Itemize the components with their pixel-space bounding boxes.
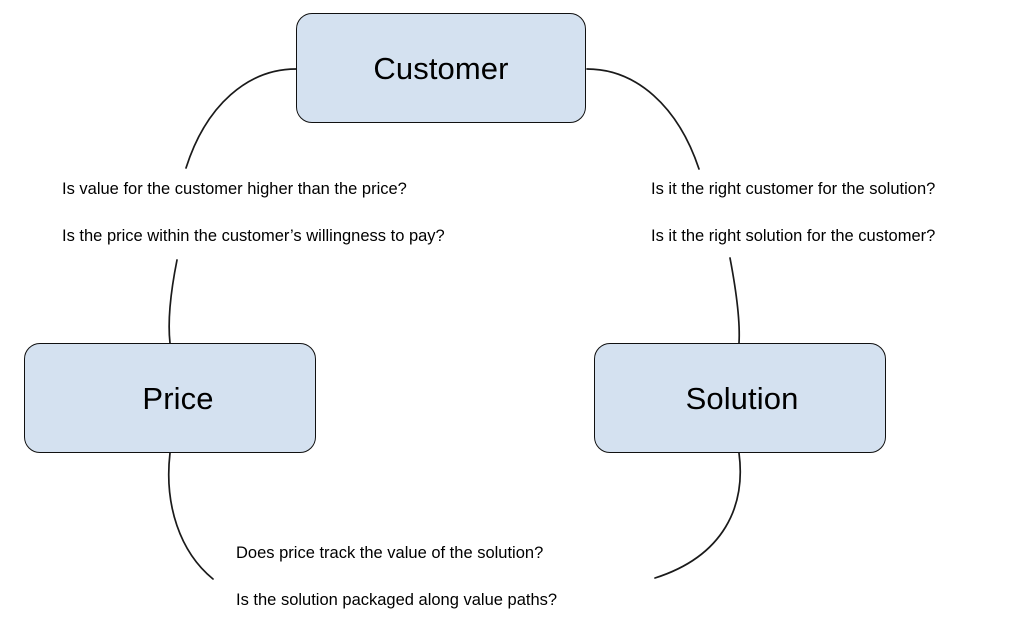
edge-label-price-solution-1: Does price track the value of the soluti…: [236, 544, 544, 562]
edge-label-price-customer-2: Is the price within the customer’s willi…: [62, 226, 445, 245]
edge-label-customer-solution-2: Is it the right solution for the custome…: [651, 226, 936, 245]
node-customer-label: Customer: [373, 50, 509, 86]
arc-customer-to-solution-lower: [729, 257, 741, 344]
edge-labels-price-customer: Is value for the customer higher than th…: [62, 181, 445, 244]
node-solution-label: Solution: [685, 380, 799, 416]
arc-customer-to-price-upper: [185, 68, 297, 169]
arc-customer-to-price-lower: [168, 259, 178, 344]
edge-labels-price-solution: Does price track the value of the soluti…: [236, 545, 557, 608]
edge-label-price-solution-2: Is the solution packaged along value pat…: [236, 590, 558, 609]
arc-price-to-solution-right: [654, 452, 742, 579]
node-customer[interactable]: Customer: [296, 13, 586, 123]
node-price[interactable]: Price: [24, 343, 316, 453]
edge-label-price-customer-1: Is value for the customer higher than th…: [62, 180, 407, 198]
edge-labels-customer-solution: Is it the right customer for the solutio…: [651, 181, 935, 244]
edge-label-customer-solution-1: Is it the right customer for the solutio…: [651, 180, 936, 198]
arc-customer-to-solution-upper: [586, 68, 700, 170]
node-solution[interactable]: Solution: [594, 343, 886, 453]
arc-price-to-solution-left: [167, 452, 214, 580]
node-price-label: Price: [142, 380, 214, 416]
